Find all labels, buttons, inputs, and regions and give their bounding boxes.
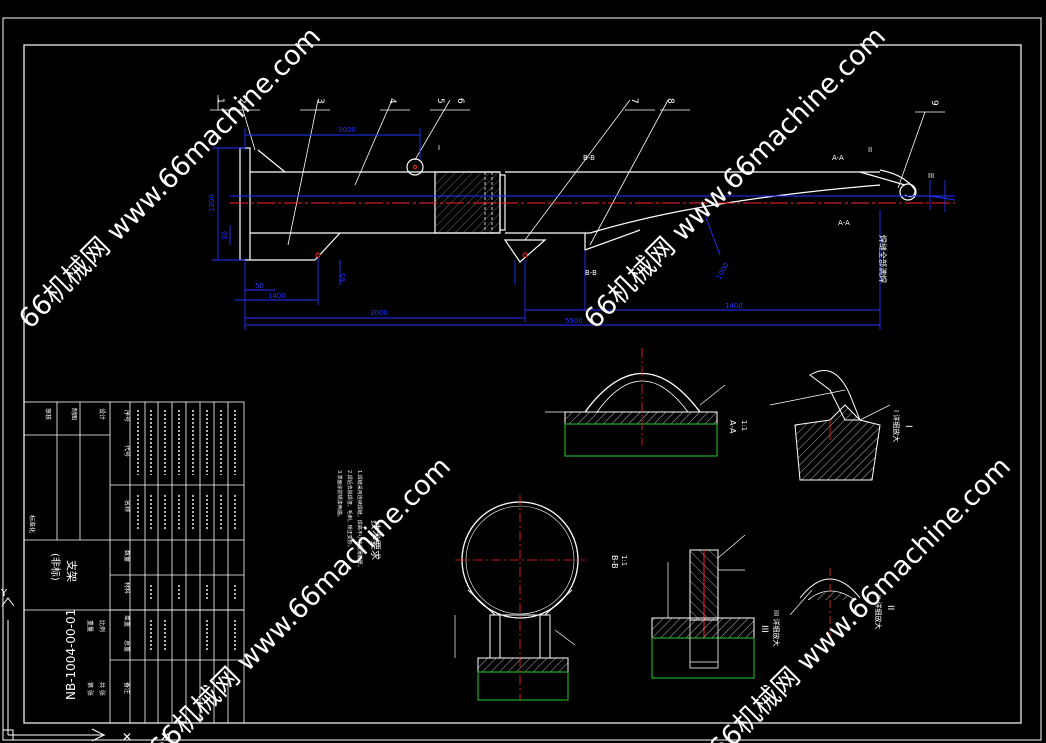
balloon-6: 6 [455, 98, 465, 104]
balloon-5: 5 [435, 98, 445, 104]
detail-1-ratio: I 详细放大 [892, 410, 901, 442]
title-label-std: 标准化 [28, 515, 36, 533]
dim-d1: 65 [339, 273, 347, 282]
section-aa-view: A-A 1:1 [545, 348, 748, 457]
section-mark-b-top: B-B [583, 154, 595, 162]
note-2: 2.焊后去除焊渣、毛刺，矫正变形。 [346, 470, 353, 550]
balloon-labels: 1 2 3 4 5 6 7 8 9 [215, 98, 939, 106]
detail-mark-1: I [438, 144, 440, 152]
dim-total: 5500 [565, 317, 583, 325]
title-block-text: NB-1004-00-01 支架 (非标) 设计 制图 审核 标准化 比例 重量… [28, 408, 131, 700]
detail-2-view: II II 详细放大 [789, 568, 895, 640]
balloon-8: 8 [665, 98, 675, 104]
title-label-weight: 重量 [86, 620, 94, 632]
bom-header-unit: 单重 [123, 615, 131, 627]
title-label-check: 审核 [44, 408, 52, 420]
bom-rows [137, 410, 236, 650]
section-bb-view: B-B 1:1 [454, 495, 628, 701]
dimension-lines [212, 128, 946, 330]
dim-height: 1200 [208, 194, 216, 212]
title-block [23, 401, 245, 724]
note-1: 1.焊缝采用连续焊缝，焊高不小于最薄板厚。 [356, 470, 363, 570]
sheet-border [2, 17, 1042, 741]
bom-header-qty: 数量 [123, 550, 131, 562]
title-label-scale: 比例 [98, 620, 106, 632]
detail-mark-2: II [868, 146, 872, 154]
balloon-1: 1 [215, 98, 225, 104]
title-label-design: 设计 [98, 408, 106, 420]
balloon-3: 3 [315, 98, 325, 104]
detail-1-view: I I 详细放大 [769, 370, 913, 481]
section-mark-a-top: A-A [832, 154, 844, 162]
part-balloons [210, 95, 945, 246]
section-mark-b-bottom: B-B [585, 269, 597, 277]
dim-d2: 1000 [715, 262, 731, 281]
bom-header-total: 总重 [123, 640, 131, 652]
dim-top: 3000 [338, 126, 356, 134]
drawing-subtitle: (非标) [49, 553, 61, 581]
detail-3-ratio: III 详细放大 [772, 610, 781, 646]
svg-text:Y: Y [0, 588, 8, 599]
dim-right: 1400 [725, 302, 743, 310]
balloon-7: 7 [629, 98, 639, 104]
section-markers: A-A A-A B-B B-B I II III [438, 144, 934, 277]
watermark-3: 66机械网 www.66machine.com [143, 451, 457, 743]
bom-header-code: 代号 [123, 445, 131, 457]
detail-3-label: III [759, 625, 769, 633]
section-bb-ratio: 1:1 [620, 555, 628, 566]
weld-vertical-label: 焊缝全部满焊 [878, 235, 888, 283]
svg-text:✕: ✕ [160, 730, 170, 743]
watermark-2: 66机械网 www.66machine.com [578, 21, 892, 335]
ucs-axis-icon: Y ✕ ✕ [0, 588, 170, 743]
detail-1-label: I [903, 425, 913, 428]
detail-mark-3: III [928, 172, 934, 180]
bom-header-no: 序号 [123, 410, 131, 422]
drawing-number: NB-1004-00-01 [64, 609, 78, 700]
beam-outline [239, 147, 917, 263]
watermark-4: 66机械网 www.66machine.com [703, 451, 1017, 743]
bom-header-mat: 材料 [123, 582, 131, 594]
detail-3-view: III III 详细放大 [651, 534, 781, 679]
section-aa-label: A-A [728, 420, 737, 434]
dim-left-small: 50 [255, 282, 264, 290]
notes-title: 技术要求 [369, 520, 382, 560]
title-label-sheet: 第 张 [86, 682, 94, 696]
dim-mid: 3000 [370, 309, 388, 317]
title-label-sheets: 共 张 [98, 682, 106, 696]
balloon-2: 2 [237, 98, 247, 104]
section-mark-a-bottom: A-A [838, 219, 850, 227]
dim-left-mid: 1400 [268, 292, 286, 300]
watermark-1: 66机械网 www.66machine.com [13, 21, 327, 335]
drawing-title: 支架 [65, 560, 78, 582]
dim-thick: 30 [221, 231, 229, 240]
centerline-blue [230, 195, 956, 201]
svg-text:✕: ✕ [122, 730, 132, 743]
section-aa-ratio: 1:1 [740, 420, 748, 431]
watermarks: 66机械网 www.66machine.com 66机械网 www.66mach… [13, 21, 1017, 743]
technical-notes: 技术要求 1.焊缝采用连续焊缝，焊高不小于最薄板厚。 2.焊后去除焊渣、毛刺，矫… [336, 470, 382, 570]
bom-header-note: 备注 [123, 682, 131, 694]
main-view: 1 2 3 4 5 6 7 8 9 [208, 95, 956, 330]
detail-2-label: II [885, 605, 895, 610]
balloon-9: 9 [929, 100, 939, 106]
section-bb-label: B-B [610, 555, 619, 569]
detail-2-ratio: II 详细放大 [874, 595, 883, 629]
bom-header-name: 名称 [123, 500, 131, 512]
title-label-draw: 制图 [70, 408, 78, 420]
hole-marks [315, 165, 528, 258]
note-3: 3.表面涂防锈漆两遍。 [336, 470, 343, 520]
balloon-4: 4 [387, 98, 397, 104]
